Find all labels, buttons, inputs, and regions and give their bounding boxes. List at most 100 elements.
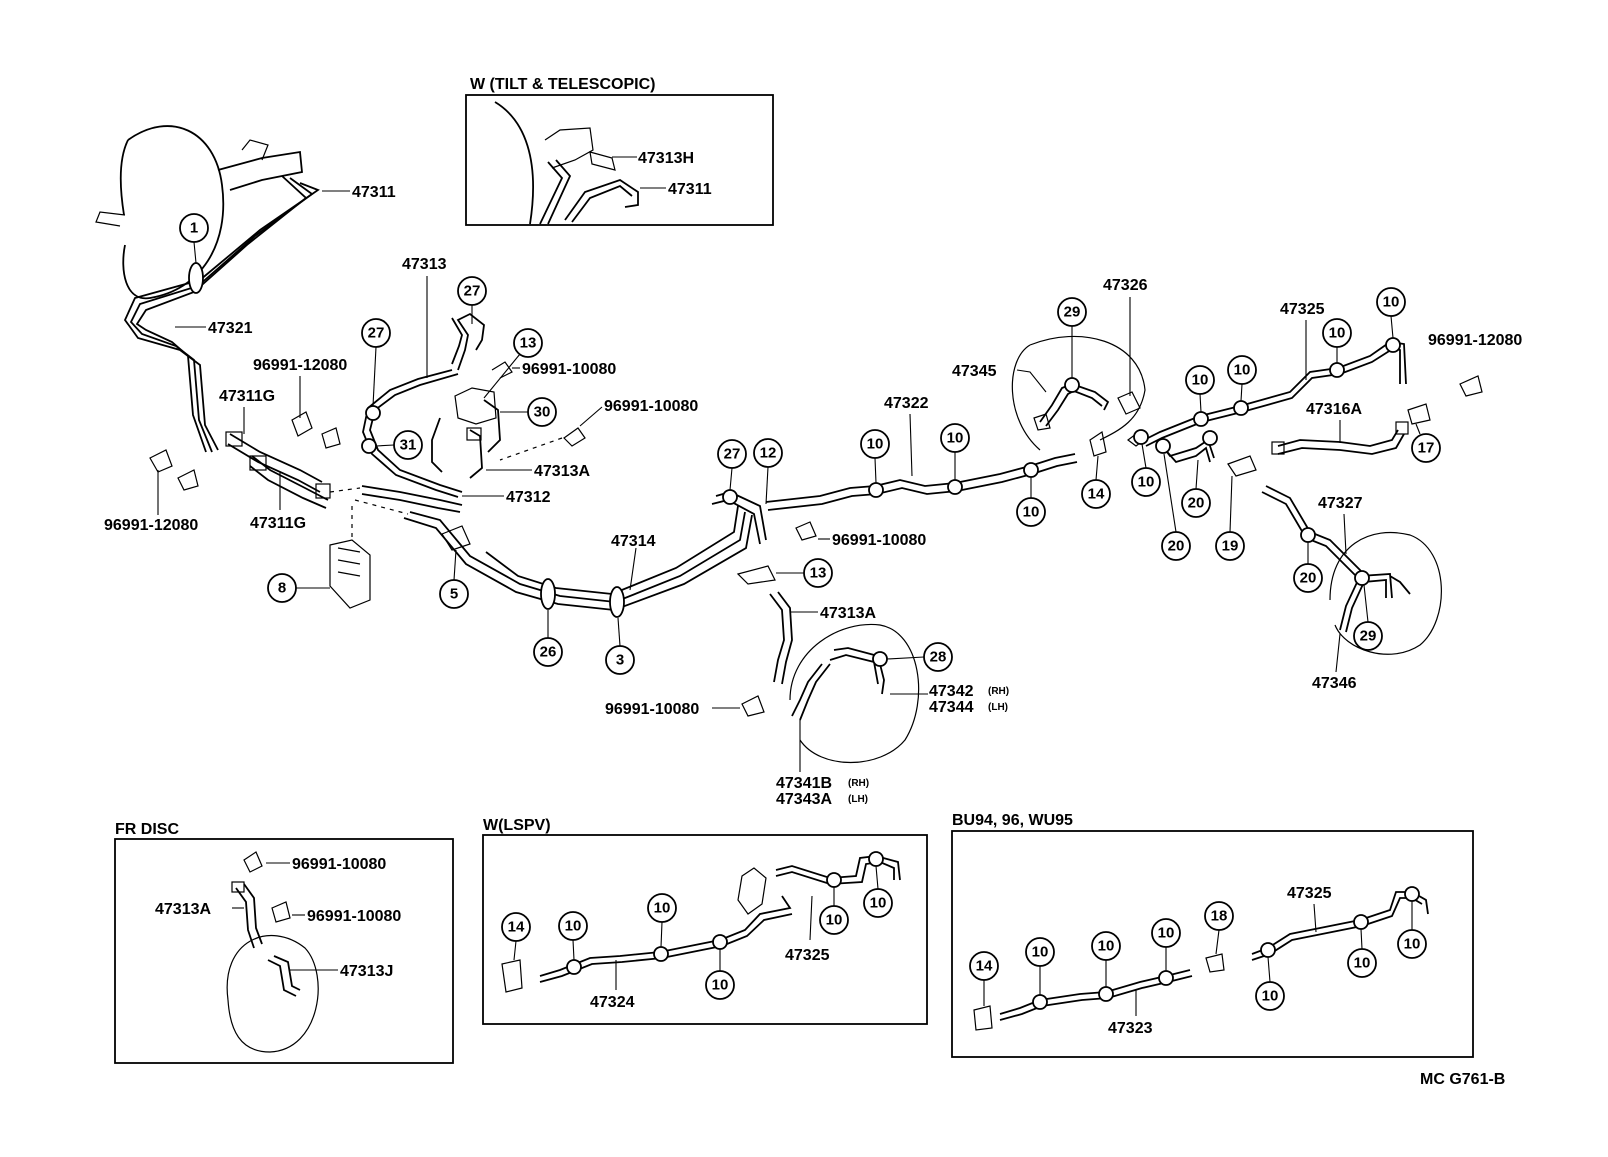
callout-20b-text: 20 (1168, 538, 1185, 555)
label-47321: 47321 (208, 320, 253, 337)
callout-12-text: 12 (760, 445, 777, 462)
callout-28-text: 28 (930, 649, 947, 666)
callout-b10e-text: 10 (1354, 955, 1371, 972)
inset-fr-disc (114, 838, 454, 1064)
inset-bu94 (951, 830, 1474, 1058)
pipe-47313 (362, 312, 485, 498)
pipe-47312 (329, 485, 463, 515)
label-47344: 47344 (929, 699, 974, 716)
label-47343A: 47343A (776, 791, 832, 808)
inset-tilt-title: W (TILT & TELESCOPIC) (470, 76, 655, 93)
label-47311-inset: 47311 (668, 181, 712, 198)
callout-20a-text: 20 (1188, 495, 1205, 512)
label-47311G-b: 47311G (250, 515, 306, 532)
bracket-8 (329, 539, 371, 609)
callout-10d-text: 10 (1138, 474, 1155, 491)
hose-47313A-rh (769, 591, 793, 685)
callout-10f-text: 10 (1234, 362, 1251, 379)
label-96991-10080-d: 96991-10080 (605, 701, 699, 718)
label-47312: 47312 (506, 489, 551, 506)
callout-8-text: 8 (278, 580, 286, 597)
callout-b10b-text: 10 (1098, 938, 1115, 955)
callout-l10c-text: 10 (712, 977, 729, 994)
callout-l10d-text: 10 (826, 912, 843, 929)
callout-27b-text: 27 (464, 283, 481, 300)
callout-10h-text: 10 (1383, 294, 1400, 311)
callout-b10f-text: 10 (1404, 936, 1421, 953)
callout-27c-text: 27 (724, 446, 741, 463)
inset-lspv (482, 834, 928, 1025)
pipe-47311-47321 (123, 175, 320, 453)
callout-19-text: 19 (1222, 538, 1239, 555)
callout-5-text: 5 (450, 586, 458, 603)
pipe-47314 (403, 505, 753, 618)
label-96991-12080-c: 96991-12080 (1428, 332, 1522, 349)
label-47314: 47314 (611, 533, 656, 550)
label-47313A-b: 47313A (820, 605, 876, 622)
callout-10g-text: 10 (1329, 325, 1346, 342)
label-96991-12080-b: 96991-12080 (104, 517, 198, 534)
label-47325: 47325 (1280, 301, 1325, 318)
brake-booster (95, 125, 303, 300)
label-96991-12080-a: 96991-12080 (253, 357, 347, 374)
label-47311G-a: 47311G (219, 388, 275, 405)
label-47322: 47322 (884, 395, 929, 412)
label-47327: 47327 (1318, 495, 1363, 512)
callout-l10a-text: 10 (565, 918, 582, 935)
label-fr-96991-10080-a: 96991-10080 (292, 856, 386, 873)
callout-b10d-text: 10 (1262, 988, 1279, 1005)
label-47311: 47311 (352, 184, 396, 201)
label-bu94-47323: 47323 (1108, 1020, 1153, 1037)
callout-29a-text: 29 (1064, 304, 1081, 321)
pipe-47322 (765, 453, 1078, 511)
callout-b18-text: 18 (1211, 908, 1228, 925)
label-bu94-47325: 47325 (1287, 885, 1332, 902)
callout-l10b-text: 10 (654, 900, 671, 917)
joint-bracket-30 (431, 361, 513, 479)
label-47313A-a: 47313A (534, 463, 590, 480)
label-96991-10080-c: 96991-10080 (832, 532, 926, 549)
label-47313: 47313 (402, 256, 447, 273)
inset-bu94-title: BU94, 96, WU95 (952, 812, 1073, 829)
callout-27a-text: 27 (368, 325, 385, 342)
label-fr-47313J: 47313J (340, 963, 393, 980)
callout-l14-text: 14 (508, 919, 525, 936)
label-47346: 47346 (1312, 675, 1357, 692)
inset-lspv-title: W(LSPV) (483, 817, 551, 834)
label-lh-b: (LH) (848, 794, 868, 805)
label-lspv-47324: 47324 (590, 994, 635, 1011)
callout-14-text: 14 (1088, 486, 1105, 503)
label-47342: 47342 (929, 683, 974, 700)
callout-13a (513, 328, 543, 358)
label-96991-10080-a: 96991-10080 (522, 361, 616, 378)
callout-10a-text: 10 (867, 436, 884, 453)
label-47341B: 47341B (776, 775, 832, 792)
callout-10c-text: 10 (1023, 504, 1040, 521)
pipe-center-junction (711, 491, 767, 545)
callout-10b-text: 10 (947, 430, 964, 447)
figure-reference-code: MC G761-B (1420, 1071, 1505, 1088)
label-96991-10080-b: 96991-10080 (604, 398, 698, 415)
callout-l10e-text: 10 (870, 895, 887, 912)
callout-30-text: 30 (534, 404, 551, 421)
label-47316A: 47316A (1306, 401, 1362, 418)
callout-17-text: 17 (1418, 440, 1435, 457)
inset-tilt-telescopic (465, 94, 774, 226)
callout-b14-text: 14 (976, 958, 993, 975)
callout-26-text: 26 (540, 644, 557, 661)
hose-47316A (1271, 421, 1409, 455)
callout-b10a-text: 10 (1032, 944, 1049, 961)
callout-17 (1411, 433, 1441, 463)
label-rh-a: (RH) (988, 686, 1009, 697)
label-47345: 47345 (952, 363, 997, 380)
fr-disc-drawing (226, 851, 319, 1053)
callout-20c-text: 20 (1300, 570, 1317, 587)
callout-3-text: 3 (616, 652, 624, 669)
callout-10e-text: 10 (1192, 372, 1209, 389)
callout-13b-text: 13 (810, 565, 827, 582)
label-lspv-47325: 47325 (785, 947, 830, 964)
label-47313H: 47313H (638, 150, 694, 167)
inset-fr-disc-title: FR DISC (115, 821, 179, 838)
